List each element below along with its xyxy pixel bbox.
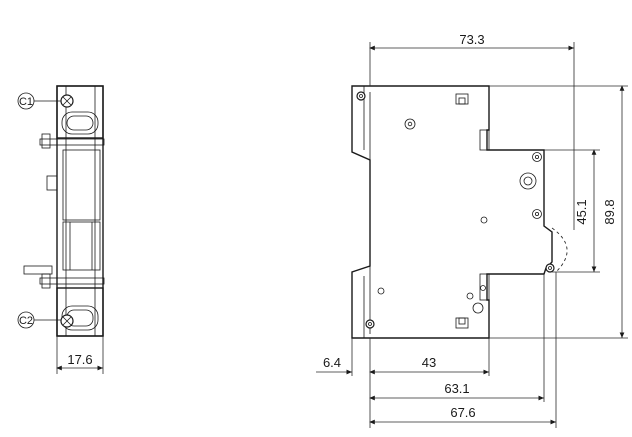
dim-front-height: 45.1 [544, 149, 600, 273]
svg-text:63.1: 63.1 [444, 381, 469, 396]
terminal-label-top: C1 [17, 92, 61, 110]
svg-text:C2: C2 [19, 315, 33, 327]
front-body-outline [351, 85, 553, 339]
front-view: 73.3 89.8 45.1 6.4 43 [316, 32, 628, 428]
svg-text:67.6: 67.6 [450, 405, 475, 420]
side-view: C1 C2 17.6 [17, 85, 105, 374]
dim-total-height: 89.8 [489, 85, 628, 339]
dim-width: 17.6 [56, 336, 104, 374]
dim-total-width: 73.3 [369, 32, 575, 230]
dim-offset-left: 6.4 [316, 338, 371, 376]
dim-depth-2: 67.6 [369, 272, 557, 428]
svg-text:C1: C1 [19, 96, 33, 108]
terminal-label-bottom: C2 [17, 311, 61, 329]
rivet-icon [532, 152, 542, 162]
rivet-icon [404, 118, 416, 130]
lever-swing-arc [551, 227, 568, 273]
knob-icon [519, 172, 537, 190]
svg-text:17.6: 17.6 [67, 352, 92, 367]
side-body-outline [56, 85, 104, 337]
screw-icon [365, 319, 375, 329]
svg-text:89.8: 89.8 [602, 199, 617, 224]
dim-din-to-right: 43 [369, 338, 490, 376]
lever-pivot-icon [545, 263, 555, 273]
svg-text:6.4: 6.4 [323, 355, 341, 370]
svg-text:45.1: 45.1 [574, 199, 589, 224]
screw-icon [356, 91, 366, 101]
side-top-terminal [56, 85, 104, 139]
svg-text:43: 43 [422, 355, 436, 370]
rivet-icon [532, 209, 542, 219]
svg-text:73.3: 73.3 [459, 32, 484, 47]
dim-depth-1: 63.1 [369, 274, 545, 428]
side-bottom-terminal [56, 287, 104, 337]
